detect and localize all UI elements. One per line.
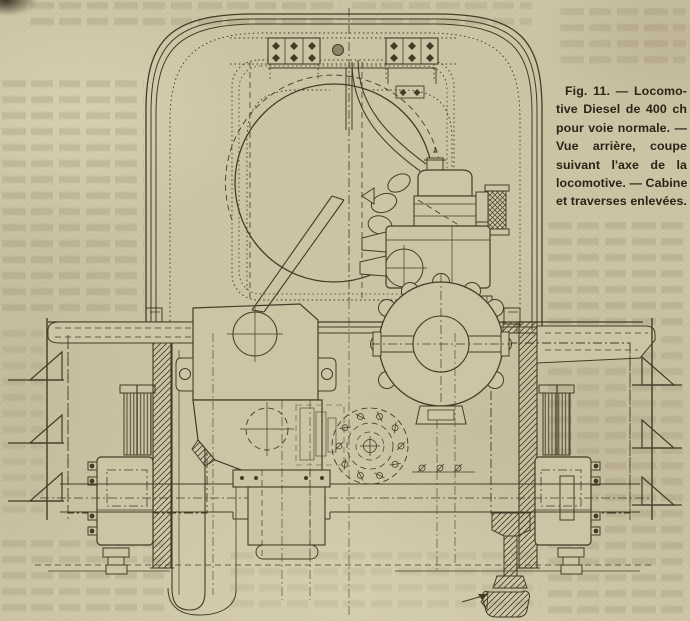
right-wheel-section [461, 512, 531, 618]
caption-line: tive Diesel de 400 ch [556, 102, 687, 117]
gearbox [175, 303, 337, 478]
valve-cover [417, 169, 473, 197]
leaf-spring-left [119, 384, 156, 456]
axle-box-bolts [590, 461, 601, 536]
spring-u-bolt-left [102, 547, 130, 575]
cylinder-head [413, 195, 477, 227]
caption-line: suivant l'axe de la [556, 157, 687, 172]
spring-u-bolt-right [557, 547, 585, 575]
coupling-bolts [334, 411, 406, 481]
scan-ink-smudge [0, 0, 38, 16]
coupling-disc [331, 407, 475, 485]
figure-caption: Fig. 11. — Locomo- tive Diesel de 400 ch… [556, 82, 687, 211]
guide-lines [212, 300, 456, 618]
roof-bolts [272, 42, 434, 62]
intake-pipe [351, 59, 427, 172]
final-drive [232, 469, 331, 560]
gear-train-detail [295, 404, 345, 466]
caption-line: et traverses enlevées. [556, 194, 688, 209]
roof-center-plug [332, 44, 344, 56]
roof-mounting-plates [230, 37, 458, 99]
caption-line: locomotive. — Cabine [556, 176, 688, 191]
rail-contact-arrow [461, 594, 488, 603]
frame-plate-left [152, 321, 172, 569]
caption-line: pour voie normale. — [556, 120, 687, 135]
axle-box-bolts [87, 461, 98, 536]
leaf-spring-right [538, 384, 575, 456]
air-filter [487, 189, 507, 231]
generator-housing [370, 273, 512, 425]
caption-line: Fig. 11. — Locomo- [565, 84, 687, 98]
cut-marks-left [8, 318, 69, 520]
support-strut [251, 195, 345, 313]
axle-box-left [87, 456, 154, 575]
cut-marks-right [629, 318, 682, 520]
caption-line: Vue arrière, coupe [556, 139, 687, 154]
axle-box-right [534, 456, 601, 575]
